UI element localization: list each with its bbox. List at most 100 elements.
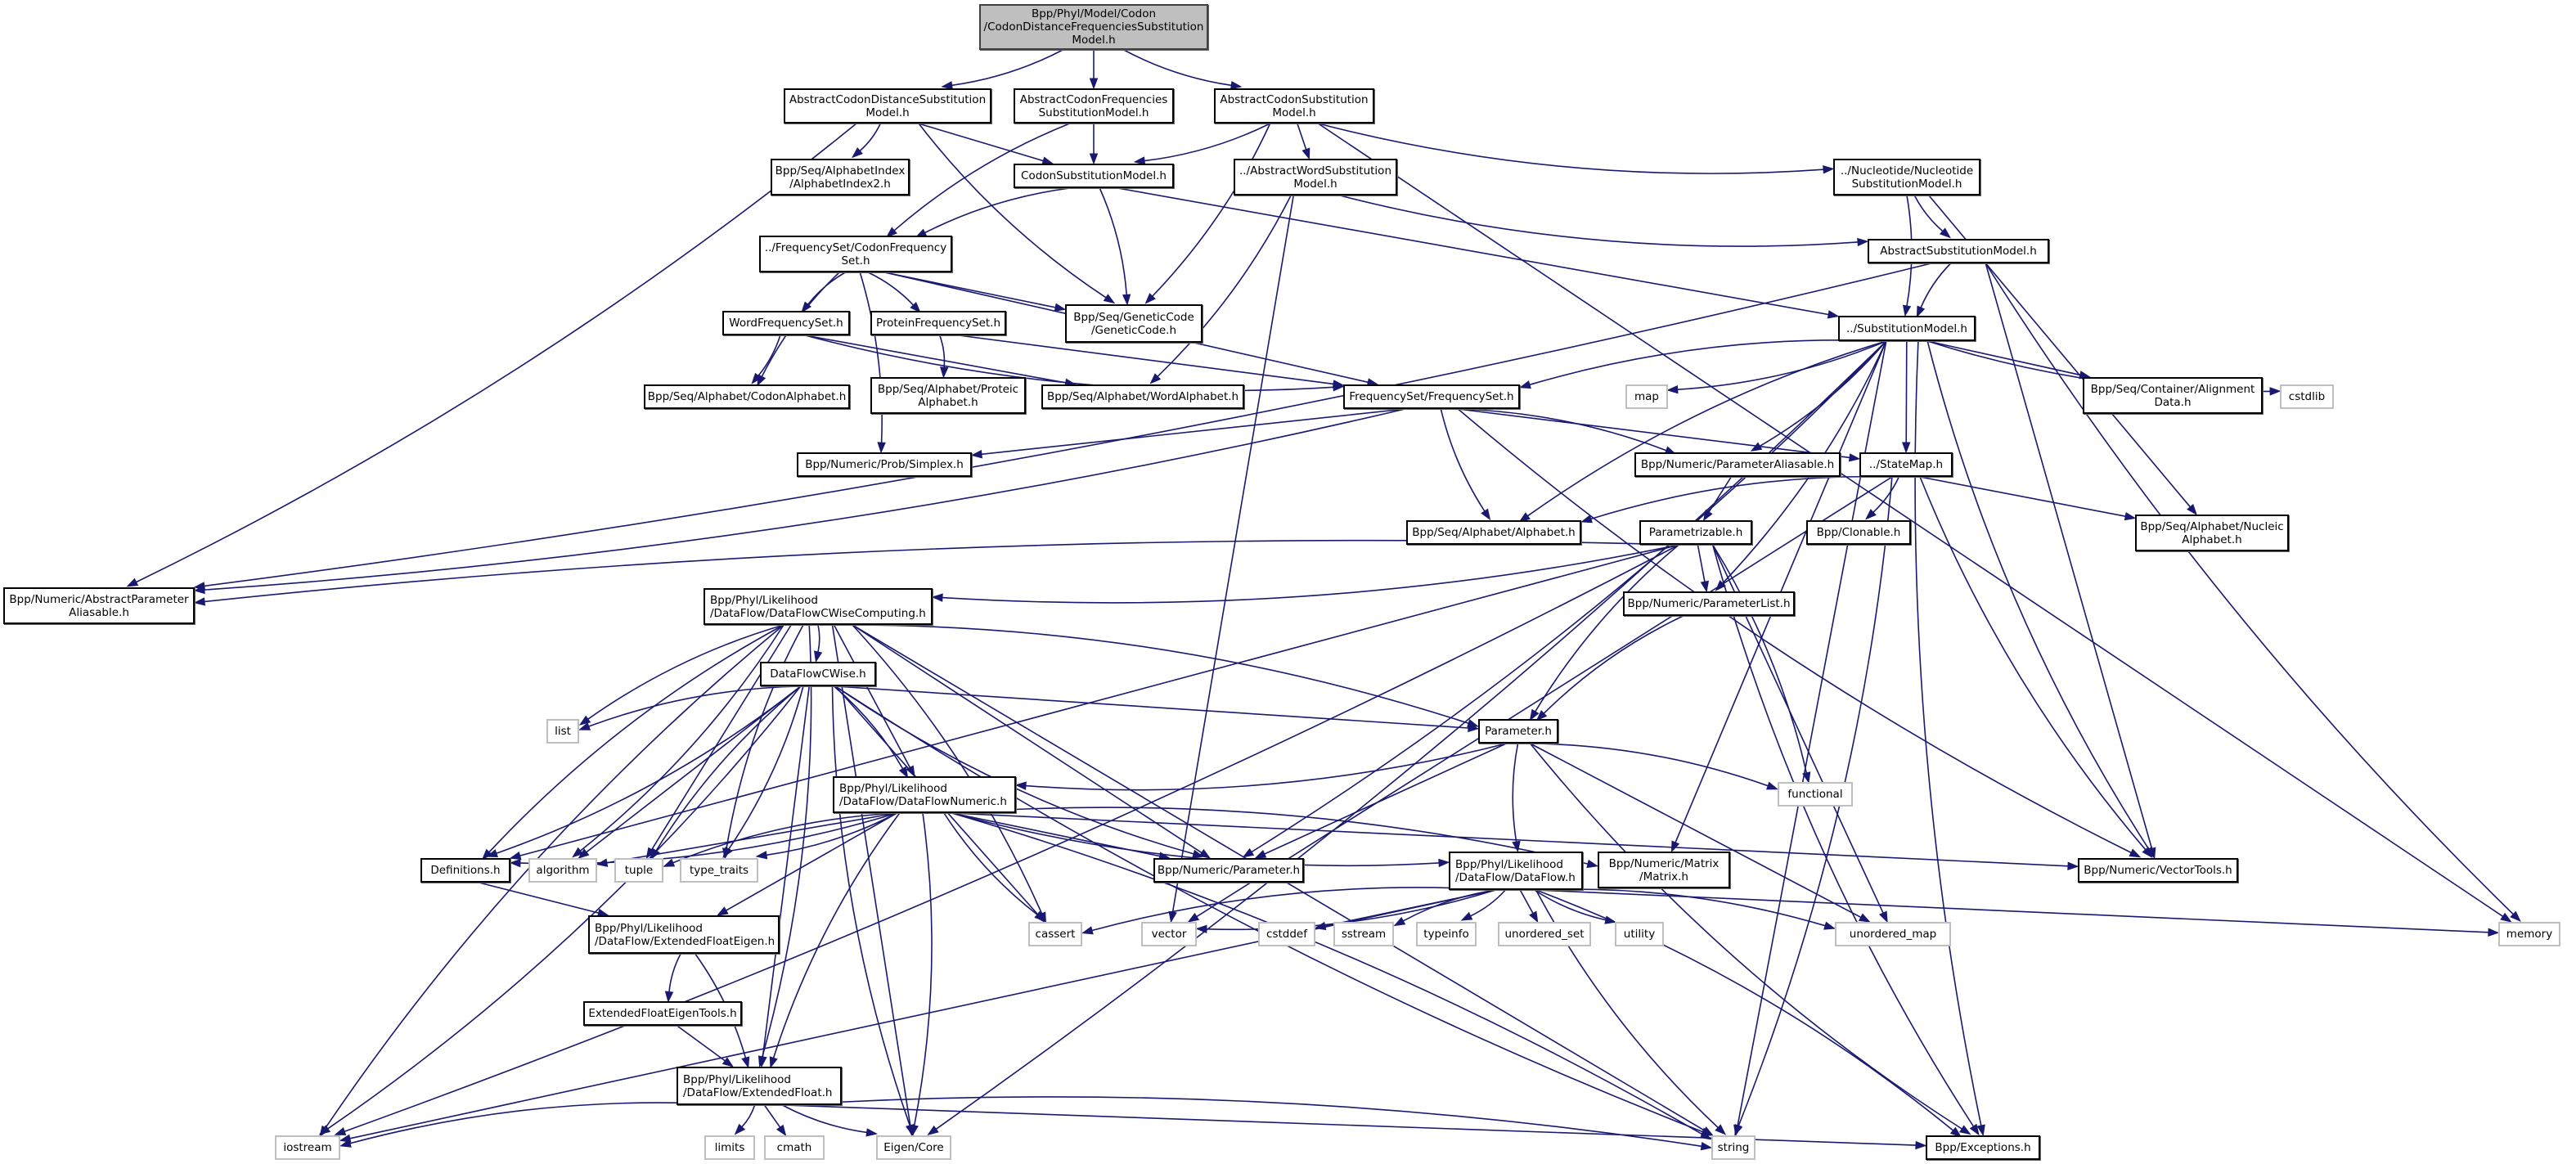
node-iostream[interactable]: iostream — [275, 1135, 340, 1160]
node-tuple[interactable]: tuple — [614, 858, 663, 883]
edge-acds-to-csm — [918, 123, 1044, 162]
node-cfs[interactable]: ../FrequencySet/CodonFrequency Set.h — [759, 236, 952, 272]
node-walph[interactable]: Bpp/Seq/Alphabet/WordAlphabet.h — [1041, 384, 1244, 409]
node-pal[interactable]: Bpp/Numeric/ParameterAliasable.h — [1634, 452, 1841, 477]
node-dfcw[interactable]: DataFlowCWise.h — [760, 662, 876, 686]
edge-param-to-nparam — [1264, 743, 1507, 855]
node-gc[interactable]: Bpp/Seq/GeneticCode /GeneticCode.h — [1065, 304, 1203, 343]
arrowhead-icon — [2269, 387, 2282, 396]
node-memory[interactable]: memory — [2498, 922, 2560, 946]
node-calph[interactable]: Bpp/Seq/Alphabet/CodonAlphabet.h — [644, 384, 850, 409]
arrowhead-icon — [1438, 858, 1450, 868]
arrowhead-icon — [193, 585, 205, 595]
node-type_traits[interactable]: type_traits — [680, 858, 758, 883]
node-fs[interactable]: FrequencySet/FrequencySet.h — [1343, 384, 1520, 409]
node-limits[interactable]: limits — [704, 1135, 755, 1160]
edge-df-to-iostream — [349, 889, 1496, 1139]
node-string[interactable]: string — [1711, 1135, 1756, 1160]
node-statemap[interactable]: ../StateMap.h — [1859, 452, 1953, 477]
node-asm[interactable]: AbstractSubstitutionModel.h — [1868, 239, 2049, 263]
arrowhead-icon — [1939, 227, 1951, 239]
node-label: typeinfo — [1423, 928, 1469, 941]
node-pfs[interactable]: ProteinFrequencySet.h — [870, 311, 1006, 335]
edge-df-to-memory — [1535, 889, 2489, 933]
node-acds[interactable]: AbstractCodonDistanceSubstitution Model.… — [784, 88, 991, 124]
node-label: cstdlib — [2288, 390, 2326, 403]
node-ai2[interactable]: Bpp/Seq/AlphabetIndex /AlphabetIndex2.h — [771, 159, 910, 195]
node-eigen[interactable]: Eigen/Core — [876, 1135, 951, 1160]
node-label: ExtendedFloatEigenTools.h — [588, 1007, 737, 1020]
node-alph[interactable]: Bpp/Seq/Alphabet/Alphabet.h — [1406, 520, 1581, 545]
node-label: DataFlowCWise.h — [770, 667, 866, 681]
node-label: unordered_set — [1504, 928, 1585, 941]
edge-paramz-to-functional — [1712, 544, 1808, 774]
edge-dfcwc-to-tuple — [650, 624, 792, 851]
edge-dfcw-to-tuple — [655, 685, 802, 852]
node-label: iostream — [283, 1141, 332, 1154]
edge-dfn-to-efe — [726, 812, 897, 911]
node-label: limits — [714, 1141, 745, 1154]
node-cstdlib[interactable]: cstdlib — [2280, 384, 2334, 409]
node-label: Bpp/Seq/Alphabet/WordAlphabet.h — [1046, 390, 1239, 403]
node-algorithm[interactable]: algorithm — [528, 858, 597, 883]
arrowhead-icon — [1734, 1123, 1743, 1136]
node-clonable[interactable]: Bpp/Clonable.h — [1806, 520, 1911, 545]
node-dfcwc[interactable]: Bpp/Phyl/Likelihood /DataFlow/DataFlowCW… — [704, 588, 933, 625]
node-nalph[interactable]: Bpp/Seq/Alphabet/Nucleic Alphabet.h — [2135, 515, 2289, 551]
node-vector[interactable]: vector — [1141, 922, 1197, 946]
node-cmath[interactable]: cmath — [764, 1135, 825, 1160]
node-dfn[interactable]: Bpp/Phyl/Likelihood /DataFlow/DataFlowNu… — [833, 776, 1016, 813]
node-paramz[interactable]: Parametrizable.h — [1639, 520, 1752, 545]
node-aws[interactable]: ../AbstractWordSubstitution Model.h — [1234, 159, 1397, 195]
node-csm[interactable]: CodonSubstitutionModel.h — [1014, 164, 1174, 188]
edge-efet-to-ef — [677, 1025, 726, 1062]
node-functional[interactable]: functional — [1778, 782, 1853, 807]
node-root[interactable]: Bpp/Phyl/Model/Codon /CodonDistanceFrequ… — [979, 4, 1208, 50]
node-defs[interactable]: Definitions.h — [420, 858, 510, 883]
node-nsm[interactable]: ../Nucleotide/Nucleotide SubstitutionMod… — [1833, 159, 1980, 195]
arrowhead-icon — [1054, 303, 1067, 312]
arrowhead-icon — [758, 1055, 767, 1068]
node-acs[interactable]: AbstractCodonSubstitution Model.h — [1214, 88, 1374, 124]
node-df[interactable]: Bpp/Phyl/Likelihood /DataFlow/DataFlow.h — [1449, 852, 1583, 890]
node-palph[interactable]: Bpp/Seq/Alphabet/Proteic Alphabet.h — [870, 377, 1026, 414]
node-exceptions[interactable]: Bpp/Exceptions.h — [1926, 1135, 2040, 1160]
node-plist[interactable]: Bpp/Numeric/ParameterList.h — [1623, 591, 1795, 616]
node-cassert[interactable]: cassert — [1028, 922, 1082, 946]
node-cstddef[interactable]: cstddef — [1258, 922, 1315, 946]
node-apal[interactable]: Bpp/Numeric/AbstractParameter Aliasable.… — [3, 587, 195, 624]
node-ef[interactable]: Bpp/Phyl/Likelihood /DataFlow/ExtendedFl… — [677, 1067, 842, 1105]
node-uset[interactable]: unordered_set — [1498, 922, 1591, 946]
node-sm[interactable]: ../SubstitutionModel.h — [1838, 316, 1976, 341]
node-typeinfo[interactable]: typeinfo — [1416, 922, 1477, 946]
node-vtools[interactable]: Bpp/Numeric/VectorTools.h — [2078, 858, 2238, 883]
node-label: memory — [2506, 928, 2553, 941]
node-map[interactable]: map — [1625, 384, 1668, 409]
node-label: Bpp/Numeric/Parameter.h — [1157, 864, 1301, 877]
node-param[interactable]: Parameter.h — [1478, 719, 1558, 744]
node-sstream[interactable]: sstream — [1333, 922, 1394, 946]
edge-acs-to-aws — [1297, 123, 1307, 150]
arrowhead-icon — [193, 597, 206, 606]
arrowhead-icon — [1122, 294, 1131, 306]
arrowhead-icon — [1702, 509, 1713, 522]
edge-pal-to-paramz — [1708, 476, 1732, 513]
node-aln[interactable]: Bpp/Seq/Container/Alignment Data.h — [2083, 377, 2263, 414]
node-efet[interactable]: ExtendedFloatEigenTools.h — [583, 1001, 742, 1026]
node-wfs[interactable]: WordFrequencySet.h — [722, 311, 850, 335]
arrowhead-icon — [1580, 515, 1593, 524]
node-list[interactable]: list — [546, 719, 579, 744]
node-nparam[interactable]: Bpp/Numeric/Parameter.h — [1153, 858, 1304, 883]
node-utility[interactable]: utility — [1615, 922, 1664, 946]
node-matrix[interactable]: Bpp/Numeric/Matrix /Matrix.h — [1598, 852, 1730, 888]
node-label: tuple — [624, 864, 654, 877]
node-simplex[interactable]: Bpp/Numeric/Prob/Simplex.h — [797, 452, 972, 477]
edge-sm-to-aln — [1927, 340, 2080, 376]
node-umap[interactable]: unordered_map — [1835, 922, 1951, 946]
node-label: Bpp/Exceptions.h — [1935, 1141, 2031, 1154]
node-label: unordered_map — [1849, 928, 1937, 941]
node-efe[interactable]: Bpp/Phyl/Likelihood /DataFlow/ExtendedFl… — [588, 915, 780, 954]
node-label: Bpp/Phyl/Likelihood /DataFlow/ExtendedFl… — [683, 1072, 833, 1099]
node-acfs[interactable]: AbstractCodonFrequencies SubstitutionMod… — [1014, 88, 1174, 124]
arrowhead-icon — [852, 147, 863, 159]
